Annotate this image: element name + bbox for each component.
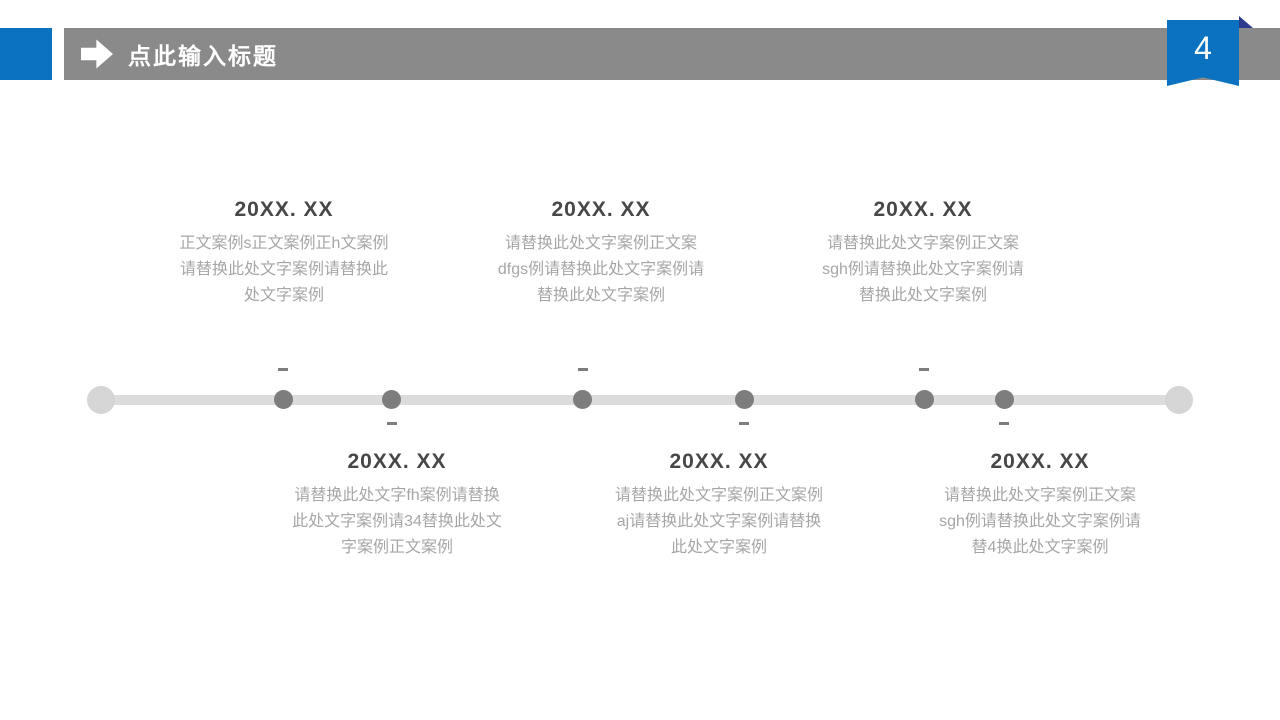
timeline-text[interactable]: 请替换此处文字案例正文案例 aj请替换此处文字案例请替换 此处文字案例	[579, 483, 859, 561]
page-number: 4	[1194, 30, 1212, 66]
text-line: sgh例请替换此处文字案例请	[939, 513, 1141, 530]
timeline-date[interactable]: 20XX. XX	[551, 198, 651, 221]
timeline-text[interactable]: 请替换此处文字fh案例请替换 此处文字案例请34替换此处文 字案例正文案例	[257, 483, 537, 561]
dash-marker	[387, 422, 397, 425]
text-line: 处文字案例	[243, 287, 324, 304]
timeline-item-bottom-3[interactable]: 20XX. XX 请替换此处文字案例正文案 sgh例请替换此处文字案例请 替4换…	[900, 450, 1180, 561]
text-line: 请替换此处文字案例正文案	[943, 487, 1136, 504]
text-line: dfgs例请替换此处文字案例请	[497, 261, 705, 278]
timeline-dot-6	[995, 390, 1014, 409]
ribbon-fold	[1239, 16, 1253, 28]
timeline-dot-1	[274, 390, 293, 409]
text-line: 替换此处文字案例	[858, 287, 987, 304]
text-line: sgh例请替换此处文字案例请	[822, 261, 1024, 278]
text-line: 字案例正文案例	[340, 539, 453, 556]
dash-marker	[999, 422, 1009, 425]
timeline-item-bottom-1[interactable]: 20XX. XX 请替换此处文字fh案例请替换 此处文字案例请34替换此处文 字…	[257, 450, 537, 561]
timeline-dot-2	[382, 390, 401, 409]
timeline-item-top-2[interactable]: 20XX. XX 请替换此处文字案例正文案 dfgs例请替换此处文字案例请 替换…	[461, 198, 741, 309]
timeline-endcap-right	[1165, 386, 1193, 414]
text-line: 请替换此处文字案例正文案	[826, 235, 1019, 252]
page-number-ribbon: 4	[1167, 20, 1239, 86]
timeline-date[interactable]: 20XX. XX	[873, 198, 973, 221]
slide-title-placeholder[interactable]: 点此输入标题	[128, 43, 278, 69]
timeline-dot-3	[573, 390, 592, 409]
timeline-date[interactable]: 20XX. XX	[234, 198, 334, 221]
dash-marker	[919, 368, 929, 371]
dash-marker	[578, 368, 588, 371]
text-line: 正文案例s正文案例正h文案例	[179, 235, 389, 252]
header-bar: 点此输入标题	[64, 28, 1280, 80]
right-arrow-icon	[81, 39, 113, 69]
timeline-dot-5	[915, 390, 934, 409]
text-line: 替换此处文字案例	[536, 287, 665, 304]
text-line: 替4换此处文字案例	[971, 539, 1109, 556]
dash-marker	[739, 422, 749, 425]
text-line: aj请替换此处文字案例请替换	[616, 513, 822, 530]
text-line: 此处文字案例	[670, 539, 767, 556]
timeline-item-top-1[interactable]: 20XX. XX 正文案例s正文案例正h文案例 请替换此处文字案例请替换此 处文…	[144, 198, 424, 309]
text-line: 请替换此处文字fh案例请替换	[294, 487, 500, 504]
text-line: 请替换此处文字案例正文案例	[614, 487, 823, 504]
text-line: 请替换此处文字案例请替换此	[179, 261, 388, 278]
timeline-text[interactable]: 请替换此处文字案例正文案 dfgs例请替换此处文字案例请 替换此处文字案例	[461, 231, 741, 309]
accent-square	[0, 28, 52, 80]
timeline-item-bottom-2[interactable]: 20XX. XX 请替换此处文字案例正文案例 aj请替换此处文字案例请替换 此处…	[579, 450, 859, 561]
timeline-date[interactable]: 20XX. XX	[347, 450, 447, 473]
timeline-track	[100, 395, 1180, 405]
timeline-text[interactable]: 请替换此处文字案例正文案 sgh例请替换此处文字案例请 替换此处文字案例	[783, 231, 1063, 309]
text-line: 此处文字案例请34替换此处文	[292, 513, 502, 530]
timeline-text[interactable]: 正文案例s正文案例正h文案例 请替换此处文字案例请替换此 处文字案例	[144, 231, 424, 309]
timeline-date[interactable]: 20XX. XX	[990, 450, 1090, 473]
timeline-dot-4	[735, 390, 754, 409]
dash-marker	[278, 368, 288, 371]
timeline-date[interactable]: 20XX. XX	[669, 450, 769, 473]
timeline-text[interactable]: 请替换此处文字案例正文案 sgh例请替换此处文字案例请 替4换此处文字案例	[900, 483, 1180, 561]
timeline-item-top-3[interactable]: 20XX. XX 请替换此处文字案例正文案 sgh例请替换此处文字案例请 替换此…	[783, 198, 1063, 309]
timeline-endcap-left	[87, 386, 115, 414]
text-line: 请替换此处文字案例正文案	[504, 235, 697, 252]
